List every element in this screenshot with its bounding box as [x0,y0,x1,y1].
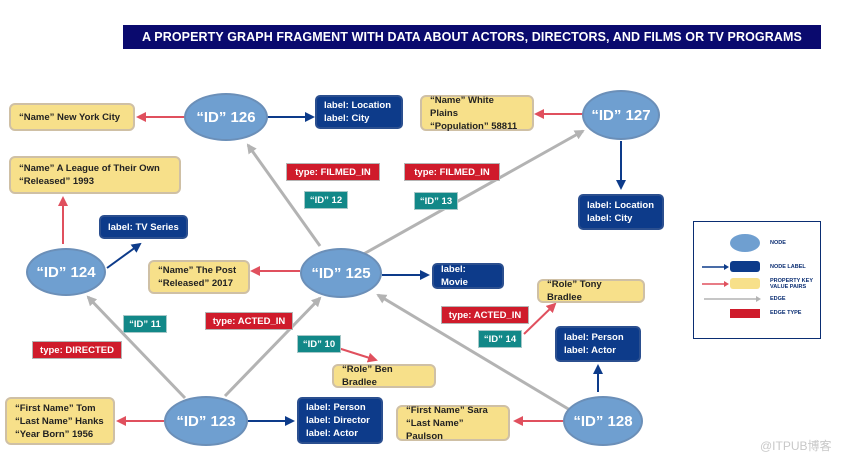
edge-id-13: “ID” 13 [414,192,458,210]
node-127[interactable]: “ID” 127 [582,90,660,140]
legend-label-arrowhead [724,264,729,270]
node-label-125: label: Movie [432,263,504,289]
label-line: label: Movie [441,264,468,288]
node-label-128: label: Person label: Actor [555,326,641,362]
property-line: “Released” 2017 [158,278,233,289]
label-line: label: TV Series [108,221,179,233]
property-arrow-edge-10 [337,347,378,363]
label-line: label: Location [587,200,655,211]
node-label-123: label: Person label: Director label: Act… [297,397,383,444]
edge-type-14: type: ACTED_IN [441,306,529,324]
property-line: “Role” Tony Bradlee [547,279,602,303]
property-line: “Last Name” Paulson [406,417,464,442]
legend-node-label-text: NODE LABEL [770,264,806,270]
label-line: label: Person [306,402,366,413]
label-line: label: Actor [306,428,358,439]
legend-node-text: NODE [770,240,786,246]
label-line: label: Director [306,415,370,426]
label-line: label: Location [324,100,392,111]
property-arrow-edge-14 [523,302,557,335]
node-label-126: label: Location label: City [315,95,403,129]
node-128[interactable]: “ID” 128 [563,396,643,446]
property-124: “Name” A League of Their Own “Released” … [9,156,181,194]
property-127: “Name” White Plains “Population” 58811 [420,94,534,132]
property-line: “Role” Ben Bradlee [342,364,393,388]
edge-id-14: “ID” 14 [478,330,522,348]
edge-type-12: type: FILMED_IN [286,163,380,181]
property-line: “First Name” Tom [15,402,96,414]
legend-arrows [702,264,761,302]
legend: NODE NODE LABEL PROPERTY KEY VALUE PAIRS… [693,221,821,339]
property-line: “Name” A League of Their Own [19,163,160,174]
node-125[interactable]: “ID” 125 [300,248,382,298]
property-128: “First Name” Sara “Last Name” Paulson [396,404,510,442]
property-125: “Name” The Post “Released” 2017 [148,260,250,294]
edge-filmed-in-125-126 [246,143,322,247]
property-123: “First Name” Tom “Last Name” Hanks “Year… [5,397,115,445]
node-126[interactable]: “ID” 126 [184,93,268,141]
label-line: label: Person [564,332,624,343]
property-line: “Name” White Plains [430,94,494,119]
property-edge-10: “Role” Ben Bradlee [332,364,436,388]
edge-type-11: type: DIRECTED [32,341,122,359]
property-line: “Name” The Post [158,265,237,276]
property-line: “Year Born” 1956 [15,428,94,440]
legend-property-text-2: VALUE PAIRS [770,284,807,290]
edge-id-12: “ID” 12 [304,191,348,209]
edge-directed-123-124 [86,295,187,400]
diagram-title: A PROPERTY GRAPH FRAGMENT WITH DATA ABOU… [123,25,821,49]
watermark: @ITPUB博客 [760,439,832,453]
legend-edge-type-swatch [730,309,760,318]
property-edge-14: “Role” Tony Bradlee [537,279,645,303]
label-arrow-124 [106,242,142,269]
property-line: “Last Name” Hanks [15,415,104,427]
label-line: label: City [324,113,370,124]
legend-edge-arrowhead [756,296,761,302]
property-line: “Name” New York City [19,111,121,123]
property-line: “First Name” Sara [406,404,488,416]
legend-property-swatch [730,278,760,289]
legend-property-text-1: PROPERTY KEY [770,278,813,284]
label-line: label: City [587,213,633,224]
property-line: “Released” 1993 [19,176,94,187]
edge-type-10: type: ACTED_IN [205,312,293,330]
edge-acted-in-128-125 [376,293,571,412]
legend-node-swatch [730,234,760,252]
edge-id-10: “ID” 10 [297,335,341,353]
property-126: “Name” New York City [9,103,135,131]
legend-edge-text: EDGE [770,296,786,302]
legend-edge-type-text: EDGE TYPE [770,310,802,316]
node-124[interactable]: “ID” 124 [26,248,106,296]
edge-acted-in-123-125 [223,296,322,398]
edge-filmed-in-125-127 [359,129,585,258]
edge-id-11: “ID” 11 [123,315,167,333]
node-123[interactable]: “ID” 123 [164,396,248,446]
edge-type-13: type: FILMED_IN [404,163,500,181]
node-label-127: label: Location label: City [578,194,664,230]
node-label-124: label: TV Series [99,215,188,239]
legend-node-label-swatch [730,261,760,272]
property-line: “Population” 58811 [430,120,518,132]
label-line: label: Actor [564,345,616,356]
legend-property-arrowhead [724,281,729,287]
